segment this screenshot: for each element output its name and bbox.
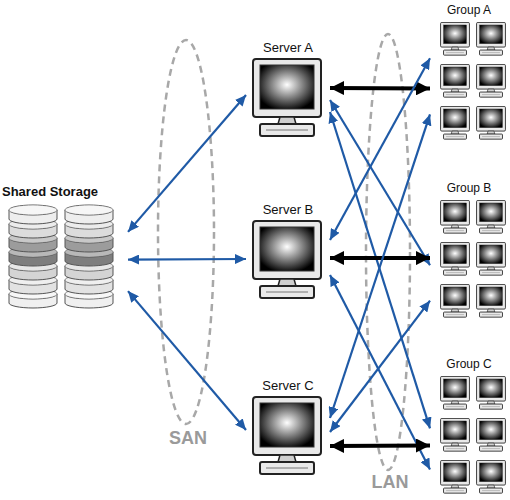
- server-computer: [253, 397, 321, 474]
- lan-region: [366, 34, 410, 470]
- workstation-group: [441, 200, 506, 317]
- workstation-group: [441, 22, 506, 139]
- lan-link: [330, 256, 430, 260]
- disk-stack: [9, 205, 57, 308]
- server-box: Server B: [246, 202, 330, 302]
- node-heading: Server C: [246, 378, 330, 394]
- node-heading: Group A: [430, 2, 508, 18]
- storage-array: Shared Storage: [2, 184, 128, 310]
- node-heading: Server A: [246, 40, 330, 56]
- client-group: Group B: [430, 180, 508, 322]
- network-link: [330, 114, 430, 418]
- node-heading: Shared Storage: [2, 184, 128, 200]
- network-label: LAN: [362, 472, 418, 492]
- node-heading: Group B: [430, 180, 508, 196]
- server-box: Server C: [246, 378, 330, 478]
- network-link: [330, 112, 430, 428]
- san-region: [158, 40, 214, 424]
- network-link: [330, 301, 430, 432]
- client-group: Group C: [430, 356, 508, 498]
- network-label: SAN: [158, 428, 218, 448]
- server-box: Server A: [246, 40, 330, 140]
- network-link: [330, 58, 430, 240]
- workstation-group: [441, 376, 506, 493]
- node-heading: Server B: [246, 202, 330, 218]
- server-computer: [253, 59, 321, 136]
- network-link: [330, 100, 430, 265]
- network-link: [128, 95, 246, 232]
- client-group: Group A: [430, 2, 508, 146]
- server-computer: [253, 221, 321, 298]
- lan-link: [330, 443, 430, 448]
- network-link: [128, 258, 246, 261]
- network-link: [128, 291, 246, 430]
- disk-stack: [65, 205, 113, 308]
- node-heading: Group C: [430, 356, 508, 372]
